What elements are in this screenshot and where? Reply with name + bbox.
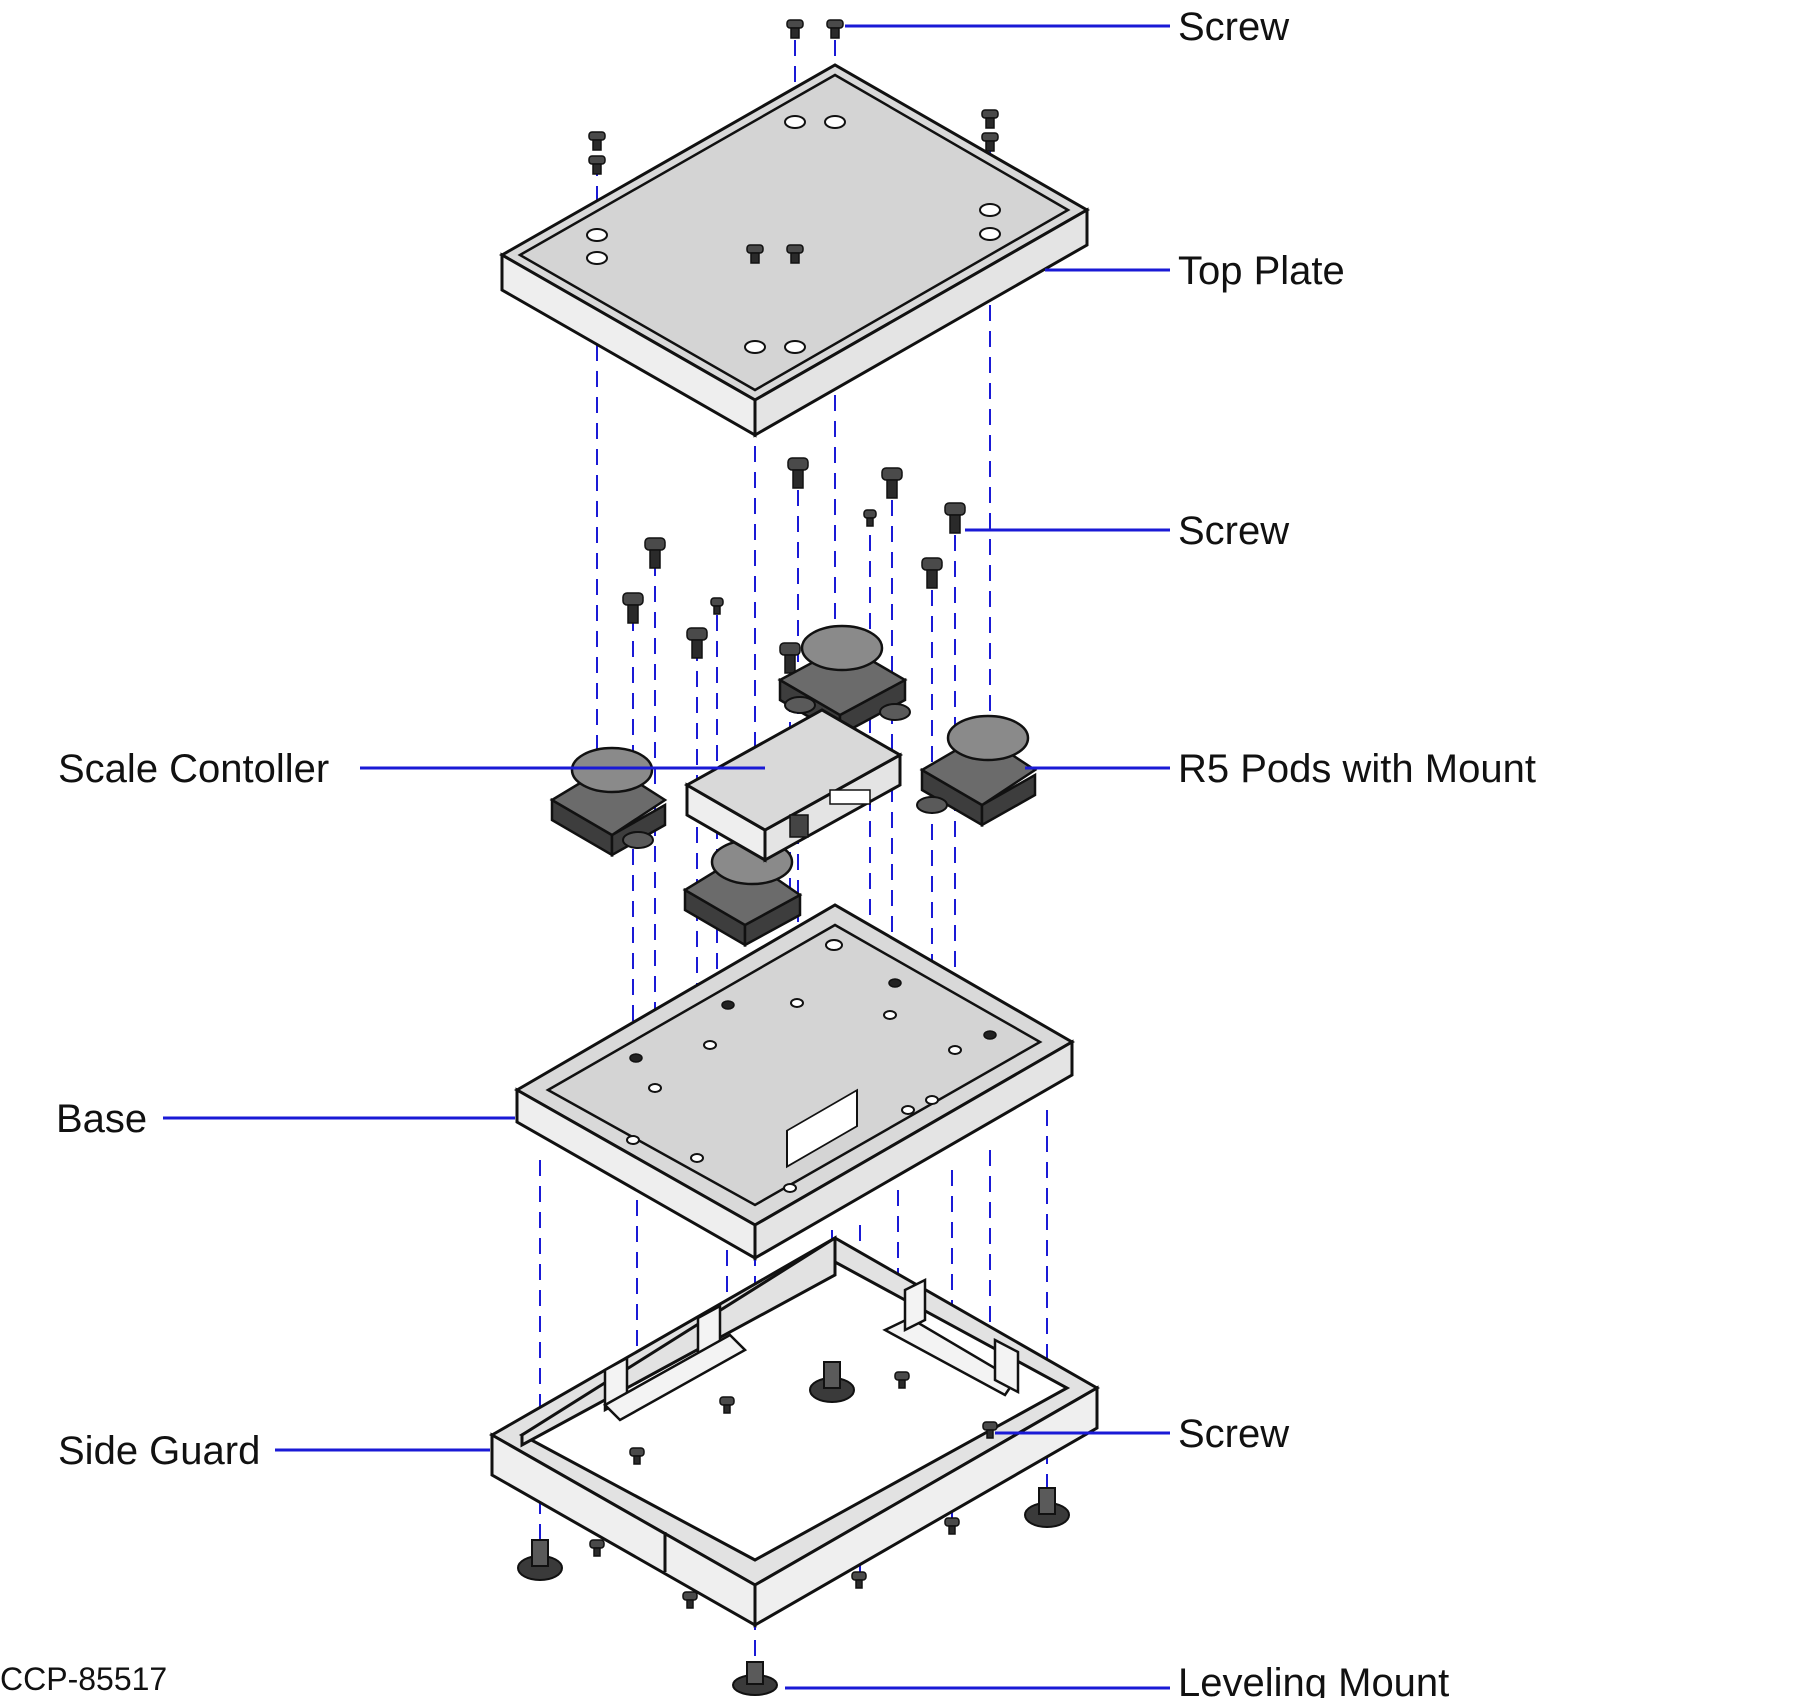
screw-icon	[622, 592, 644, 624]
screw-icon	[686, 627, 708, 659]
screw-icon	[981, 109, 999, 129]
screw-icon	[826, 19, 844, 39]
screw-icon	[719, 1396, 735, 1414]
screw-icon	[629, 1447, 645, 1465]
screw-icon	[746, 244, 764, 264]
screw-icon	[682, 1591, 698, 1609]
screw-icon	[982, 1421, 998, 1439]
side-guard	[488, 1235, 1101, 1628]
top-plate	[498, 63, 1091, 438]
leveling-mount-icon	[517, 1539, 563, 1581]
leveling-mount-icon	[1024, 1487, 1070, 1528]
screw-icon	[921, 557, 943, 589]
leveling-mount-icon	[809, 1361, 855, 1403]
screw-icon	[787, 457, 809, 489]
label-leveling-mount: Leveling Mount	[1178, 1661, 1449, 1698]
screw-icon	[894, 1371, 910, 1389]
label-top-plate: Top Plate	[1178, 249, 1345, 293]
label-screw-mid: Screw	[1178, 509, 1289, 553]
callout-labels: Screw Top Plate Screw Scale Contoller R5…	[0, 5, 1536, 1698]
label-side-guard: Side Guard	[58, 1429, 260, 1473]
screw-icon	[944, 1517, 960, 1535]
screw-icon	[589, 1539, 605, 1557]
screw-icon	[786, 19, 804, 39]
screw-icon	[981, 132, 999, 152]
r5-pod-back	[777, 624, 911, 738]
screw-icon	[779, 642, 801, 674]
label-r5-pods: R5 Pods with Mount	[1178, 747, 1536, 791]
screw-icon	[588, 155, 606, 175]
screw-icon	[710, 597, 724, 615]
r5-pod-front	[682, 838, 803, 948]
label-screw-bottom: Screw	[1178, 1412, 1289, 1456]
label-scale-controller: Scale Contoller	[58, 747, 329, 791]
bottom-screws	[589, 1371, 998, 1609]
screw-icon	[944, 502, 966, 534]
screw-icon	[881, 467, 903, 499]
screw-icon	[863, 509, 877, 527]
screw-icon	[588, 131, 606, 151]
leader-lines	[163, 24, 1170, 1690]
top-screws	[588, 19, 999, 264]
leveling-mount-icon	[732, 1661, 778, 1696]
label-base: Base	[56, 1097, 147, 1141]
base	[513, 903, 1075, 1261]
screw-icon	[786, 244, 804, 264]
label-screw-top: Screw	[1178, 5, 1289, 49]
scale-controller	[683, 708, 904, 863]
figure-code: CCP-85517	[0, 1661, 167, 1697]
r5-pod-left	[549, 746, 668, 858]
screw-icon	[644, 537, 666, 569]
screw-icon	[851, 1571, 867, 1589]
r5-pod-right	[916, 714, 1038, 828]
mid-screws	[622, 457, 966, 674]
leveling-mounts	[517, 1361, 1070, 1696]
